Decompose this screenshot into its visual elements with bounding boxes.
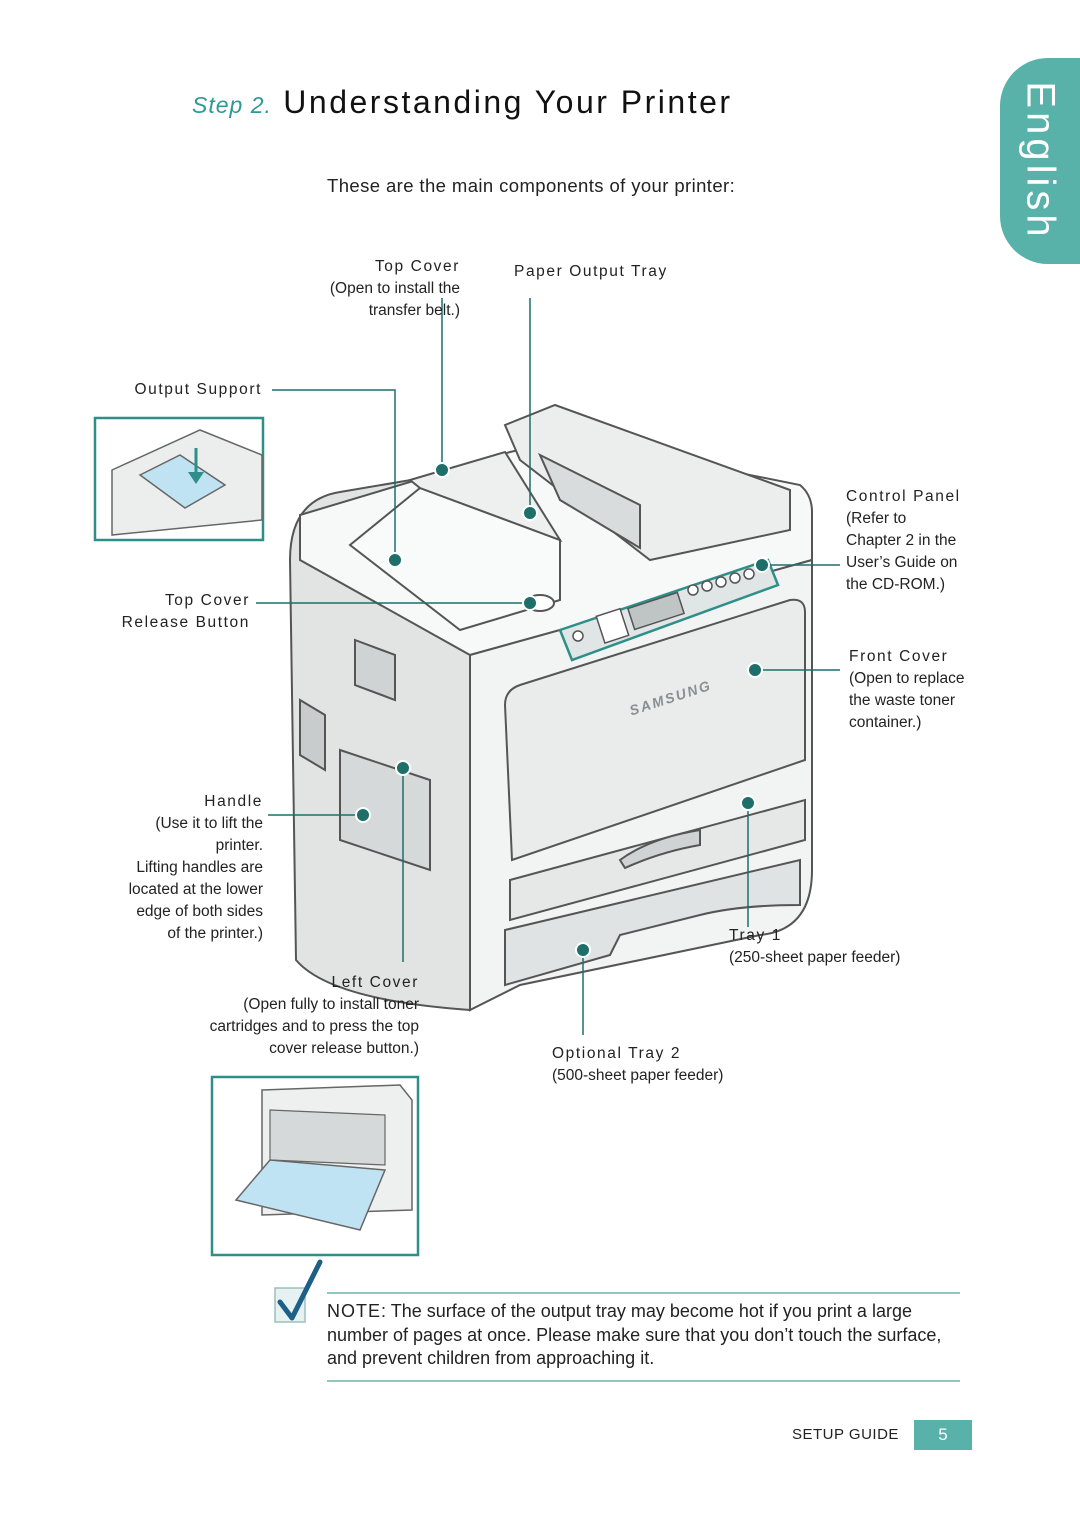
handle-desc-2: printer.: [215, 837, 263, 854]
control-panel-desc-2: Chapter 2 in the: [846, 532, 957, 549]
footer-guide: SETUP GUIDE: [792, 1426, 899, 1443]
callout-front-cover: Front Cover (Open to replace the waste t…: [849, 646, 964, 734]
callout-top-cover: Top Cover (Open to install the transfer …: [290, 256, 460, 322]
paper-output-tray-title: Paper Output Tray: [514, 263, 668, 280]
handle-title: Handle: [204, 793, 263, 810]
handle-desc-1: (Use it to lift the: [155, 815, 263, 832]
tray2-desc: (500-sheet paper feeder): [552, 1067, 724, 1084]
left-cover-title: Left Cover: [331, 974, 419, 991]
callout-tray1: Tray 1 (250-sheet paper feeder): [729, 925, 900, 969]
output-support-title: Output Support: [134, 381, 262, 398]
control-panel-desc-3: User’s Guide on: [846, 554, 958, 571]
language-tab: English: [1000, 58, 1080, 264]
step-number: Step 2.: [192, 92, 272, 118]
callout-left-cover: Left Cover (Open fully to install toner …: [160, 972, 419, 1060]
title-text: Understanding Your Printer: [283, 84, 733, 120]
callout-leaders: [256, 298, 840, 1035]
handle-desc-6: of the printer.): [167, 925, 263, 942]
left-cover-desc-1: (Open fully to install toner: [243, 996, 419, 1013]
note-text: : The surface of the output tray may bec…: [327, 1301, 942, 1368]
left-cover-desc-3: cover release button.): [269, 1040, 419, 1057]
output-support-inset: [93, 416, 265, 542]
control-panel-title: Control Panel: [846, 488, 961, 505]
top-cover-desc-2: transfer belt.): [368, 302, 460, 319]
callout-output-support: Output Support: [100, 379, 262, 401]
checkmark-icon: [274, 1259, 323, 1323]
callout-dots: [355, 462, 770, 958]
callout-tray2: Optional Tray 2 (500-sheet paper feeder): [552, 1043, 723, 1087]
callout-handle: Handle (Use it to lift the printer. Lift…: [90, 791, 263, 945]
top-cover-title: Top Cover: [374, 258, 460, 275]
callout-top-cover-release: Top Cover Release Button: [90, 590, 250, 634]
handle-desc-3: Lifting handles are: [136, 859, 263, 876]
note-label: NOTE: [327, 1301, 382, 1321]
front-cover-title: Front Cover: [849, 648, 949, 665]
front-cover-desc-3: container.): [849, 714, 922, 731]
left-cover-inset: [210, 1075, 420, 1257]
handle-desc-4: located at the lower: [128, 881, 263, 898]
printer-body: [288, 403, 813, 1012]
front-cover-desc-1: (Open to replace: [849, 670, 965, 687]
control-panel-desc-4: the CD-ROM.): [846, 576, 946, 593]
subtitle: These are the main components of your pr…: [327, 175, 736, 196]
callout-control-panel: Control Panel (Refer to Chapter 2 in the…: [846, 486, 961, 596]
left-cover-desc-2: cartridges and to press the top: [209, 1018, 419, 1035]
control-panel-desc-1: (Refer to: [846, 510, 907, 527]
top-cover-desc-1: (Open to install the: [329, 280, 460, 297]
top-cover-release-title-2: Release Button: [121, 614, 250, 631]
page-number: 5: [914, 1420, 972, 1450]
tray1-desc: (250-sheet paper feeder): [729, 949, 901, 966]
handle-desc-5: edge of both sides: [136, 903, 263, 920]
top-cover-release-title-1: Top Cover: [164, 592, 250, 609]
front-cover-desc-2: the waste toner: [849, 692, 955, 709]
tray2-title: Optional Tray 2: [552, 1045, 682, 1062]
callout-paper-output-tray: Paper Output Tray: [514, 261, 668, 283]
tray1-title: Tray 1: [729, 927, 782, 944]
page-title: Step 2. Understanding Your Printer: [192, 84, 733, 121]
note-block: NOTE: The surface of the output tray may…: [327, 1300, 967, 1371]
